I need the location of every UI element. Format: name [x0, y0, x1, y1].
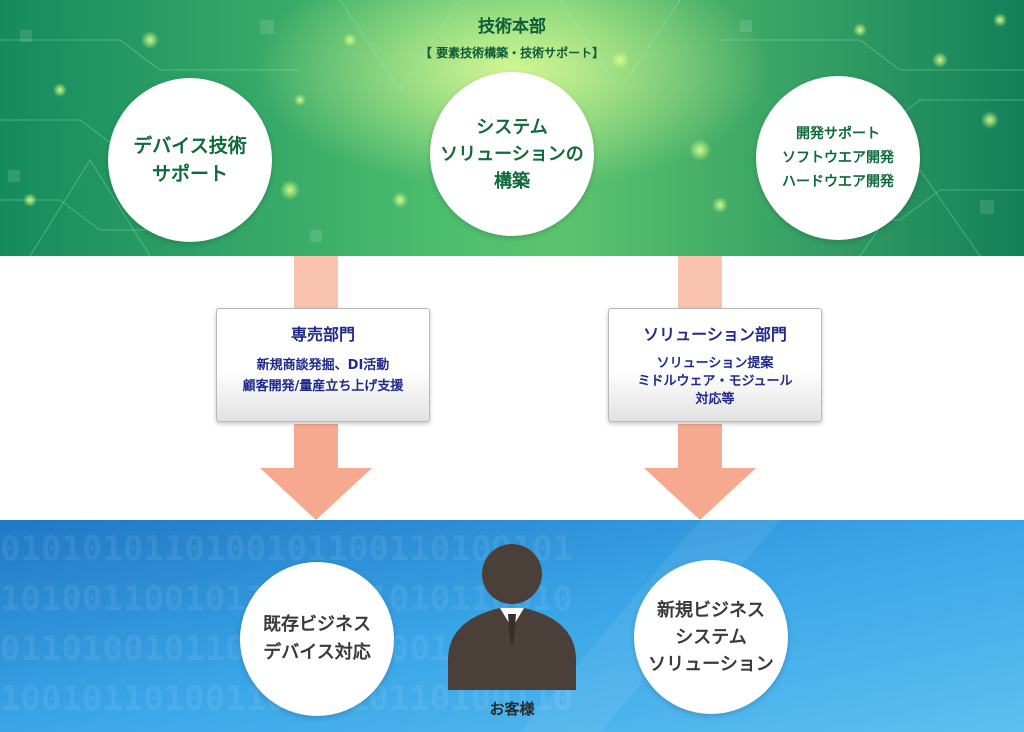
person-icon [448, 544, 576, 690]
circle-device-support: デバイス技術 サポート [108, 78, 272, 242]
circle-text: システム [476, 116, 548, 138]
circle-text: 既存ビジネス [263, 614, 371, 635]
headquarters-title: 技術本部 [478, 17, 546, 37]
dept-title: 専売部門 [290, 325, 355, 344]
circle-text: ソリューションの [440, 143, 584, 165]
circuit-lines [0, 0, 1024, 257]
arrow-left [260, 424, 372, 520]
dept-detail: 新規商談発掘、DI活動 [256, 358, 390, 373]
dept-detail: 顧客開発/量産立ち上げ支援 [242, 379, 404, 394]
svg-text:0101010110100101100110100101: 0101010110100101100110100101 [0, 529, 573, 569]
circle-text: ソフトウエア開発 [782, 150, 894, 166]
dept-detail: ソリューション提案 [656, 356, 774, 371]
circle-text: デバイス対応 [263, 642, 371, 663]
arrow-right [644, 424, 756, 520]
circle-text: システム [675, 626, 747, 648]
circle-system-solution: システム ソリューションの 構築 [430, 72, 594, 236]
headquarters-subtitle: 【 要素技術構築・技術サポート】 [419, 46, 605, 60]
circle-text: ハードウエア開発 [782, 174, 894, 190]
circle-text: サポート [151, 163, 228, 185]
circle-text: 新規ビジネス [657, 599, 765, 621]
circle-existing-business: 既存ビジネス デバイス対応 [240, 562, 394, 716]
dept-detail: 対応等 [695, 392, 735, 407]
circle-text: 構築 [494, 170, 530, 192]
dept-box-sales: 専売部門 新規商談発掘、DI活動 顧客開発/量産立ち上げ支援 [216, 308, 430, 422]
dept-detail: ミドルウェア・モジュール [637, 374, 793, 389]
customer-label: お客様 [489, 700, 535, 718]
circle-new-business: 新規ビジネス システム ソリューション [634, 560, 788, 714]
circle-text: 開発サポート [796, 126, 880, 142]
dept-title: ソリューション部門 [643, 325, 787, 344]
circle-development: 開発サポート ソフトウエア開発 ハードウエア開発 [756, 76, 920, 240]
dept-box-solution: ソリューション部門 ソリューション提案 ミドルウェア・モジュール 対応等 [608, 308, 822, 422]
circle-text: ソリューション [648, 653, 774, 675]
circle-text: デバイス技術 [133, 135, 247, 157]
